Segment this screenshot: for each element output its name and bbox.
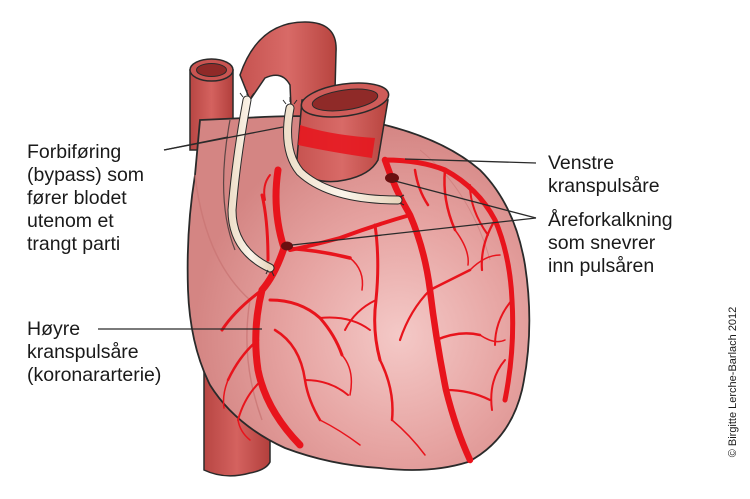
label-bypass-line: (bypass) som (27, 164, 145, 186)
label-left-coronary-line: Venstre (548, 152, 615, 174)
label-plaque-line: som snevrer (548, 232, 656, 254)
bypass-grafts (227, 90, 405, 277)
coronary-arteries (220, 156, 516, 464)
label-bypass-line: trangt parti (27, 233, 121, 255)
label-plaque-line: Åreforkalkning (548, 209, 673, 231)
label-right-coronary: Høyre kranspulsåre (koronararterie) (27, 318, 161, 387)
pulmonary-trunk (295, 82, 390, 183)
label-bypass-line: Forbiføring (27, 141, 122, 163)
label-left-coronary-line: kranspulsåre (548, 175, 660, 197)
label-right-coronary-line: (koronararterie) (27, 364, 162, 386)
leader-lines (98, 126, 537, 330)
copyright-text: © Birgitte Lerche-Barlach 2012 (727, 306, 739, 458)
label-bypass-line: fører blodet (27, 187, 127, 209)
label-left-coronary: Venstre kranspulsåre (548, 152, 660, 198)
label-bypass-line: utenom et (27, 210, 114, 232)
label-right-coronary-line: Høyre (27, 318, 81, 340)
label-right-coronary-line: kranspulsåre (27, 341, 139, 363)
label-plaque: Åreforkalkning som snevrer inn pulsåren (548, 209, 673, 278)
label-bypass: Forbiføring (bypass) som fører blodet ut… (27, 141, 144, 256)
label-plaque-line: inn pulsåren (548, 255, 655, 277)
